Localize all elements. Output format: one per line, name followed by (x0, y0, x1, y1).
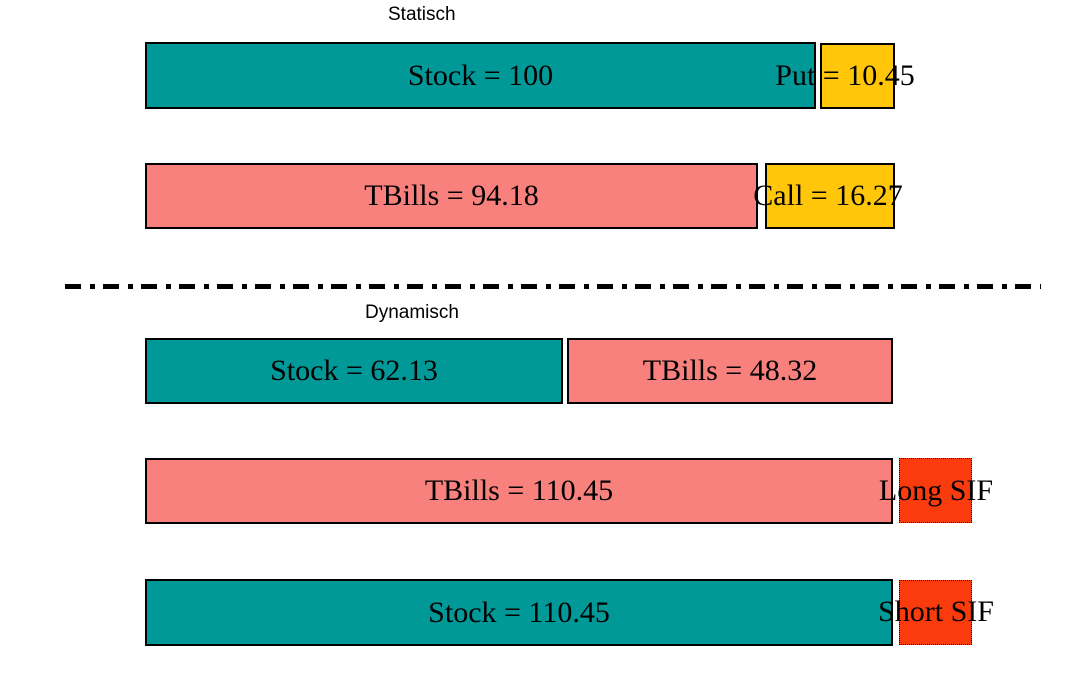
static-section-title: Statisch (388, 4, 456, 25)
dynamic-tbills2-bar: TBills = 110.45 (145, 458, 893, 524)
long-sif-label: Long SIF (878, 474, 994, 507)
dynamic-tbills-bar: TBills = 48.32 (567, 338, 893, 404)
static-call-box (765, 163, 895, 229)
static-tbills-bar: TBills = 94.18 (145, 163, 758, 229)
dynamic-stock-bar-label: Stock = 62.13 (270, 354, 438, 387)
dynamic-stock2-bar-label: Stock = 110.45 (428, 595, 610, 629)
static-put-label: Put = 10.45 (775, 59, 915, 92)
static-stock-bar-label: Stock = 100 (407, 58, 554, 92)
section-divider-dashdot-line (65, 284, 1041, 289)
dynamic-section-title: Dynamisch (365, 302, 459, 323)
dynamic-tbills-bar-label: TBills = 48.32 (642, 354, 818, 387)
static-stock-bar: Stock = 100 (145, 42, 816, 109)
long-sif-box (899, 458, 972, 523)
dynamic-stock2-bar: Stock = 110.45 (145, 579, 893, 646)
short-sif-box (899, 580, 972, 645)
dynamic-stock-bar: Stock = 62.13 (145, 338, 563, 404)
dynamic-tbills2-bar-label: TBills = 110.45 (424, 474, 614, 507)
short-sif-label: Short SIF (878, 595, 994, 628)
static-put-box (820, 43, 895, 109)
static-call-label: Call = 16.27 (753, 179, 903, 212)
static-tbills-bar-label: TBills = 94.18 (364, 179, 539, 212)
